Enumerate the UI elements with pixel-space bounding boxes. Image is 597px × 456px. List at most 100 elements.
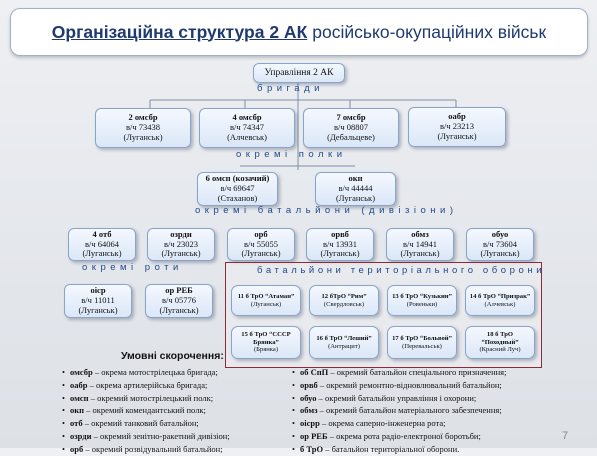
node-city: (Луганськ) <box>82 248 122 259</box>
section-companies: окремі роти <box>82 262 183 273</box>
node-city: (Дебальцеве) <box>327 131 375 142</box>
root-node: Управління 2 АК <box>253 63 345 83</box>
tro-node: 13 б ТрО “Кузькин” (Ровеньки) <box>387 285 457 316</box>
legend-item: •об СпП – окремий батальйон спеціального… <box>292 367 507 377</box>
node-city: (Луганськ) <box>335 192 376 203</box>
tro-node: 18 б ТрО “Походный” (Красний Луч) <box>465 326 535 359</box>
title-bold: Організаційна структура 2 АК <box>51 21 308 42</box>
node-name: 14 б ТрО “Призрак” <box>469 292 531 300</box>
node-city: (Луганськ) <box>320 248 360 259</box>
battalion-node: орб в/ч 55055 (Луганськ) <box>227 228 295 261</box>
company-node: оіср в/ч 11011 (Луганськ) <box>64 284 132 318</box>
section-tro: батальйони територіального оборони <box>257 265 546 276</box>
legend-item: •ор РЕБ – окрема рота радіо-електроної б… <box>292 430 481 441</box>
legend-item: •оісрр – окрема саперно-інженерна рота; <box>292 418 446 429</box>
regiment-node: 6 омсп (козачий) в/ч 69647 (Стаханов) <box>197 172 278 206</box>
legend-item: •обуо – окремий батальйон управління і о… <box>292 392 477 403</box>
node-city: (Перевальськ) <box>402 342 442 350</box>
node-city: (Луганськ) <box>161 248 201 259</box>
node-city: (Луганськ) <box>400 248 440 259</box>
node-city: (Луганськ) <box>123 131 163 142</box>
node-city: (Луганськ) <box>480 248 520 259</box>
node-name: 2 омсбр <box>128 112 158 123</box>
node-name: окп <box>348 173 363 184</box>
node-city: (Алчевськ) <box>227 131 267 142</box>
tro-node: 11 б ТрО “Атаман” (Луганськ) <box>231 285 301 316</box>
brigade-node: оабр в/ч 23213 (Луганськ) <box>408 107 506 147</box>
company-node: ор РЕБ в/ч 05776 (Луганськ) <box>145 284 213 318</box>
tro-node: 16 б ТрО “Леший” (Антрацит) <box>309 326 379 359</box>
node-name: озрди <box>170 228 192 239</box>
node-city: (Луганськ) <box>159 304 199 315</box>
legend-item: •омсбр – окрема мотострілецька бригада; <box>62 367 218 377</box>
section-regiments: окремі полки <box>236 149 347 160</box>
battalion-node: озрди в/ч 23023 (Луганськ) <box>147 228 215 261</box>
node-city: (Луганськ) <box>78 304 118 315</box>
page-number: 7 <box>562 430 569 442</box>
title-rest: російсько-окупаційних військ <box>312 21 547 42</box>
node-city: (Стаханов) <box>217 192 258 203</box>
node-name: 12 бТрО “Рим” <box>321 292 367 300</box>
legend-title: Умовні скорочення: <box>121 350 224 362</box>
legend-item: •оабр – окрема артилерійська бригада; <box>62 379 208 390</box>
legend-item: •окп – окремий комендантський полк; <box>62 405 206 416</box>
legend-item: •озрди – окремий зенітно-ракетний дивізі… <box>62 430 230 441</box>
node-name: 18 б ТрО “Походный” <box>481 330 519 346</box>
node-name: 4 омсбр <box>232 112 262 123</box>
legend-item: •отб – окремий танковий батальйон; <box>62 418 199 429</box>
tro-node: 15 б ТрО “СССР Брянка” (Брянка) <box>231 326 301 359</box>
node-unit: в/ч 08807 <box>333 122 369 133</box>
node-unit: в/ч 05776 <box>161 295 197 306</box>
node-name: орб <box>254 228 268 239</box>
node-unit: в/ч 23023 <box>163 238 199 249</box>
node-city: (Луганськ) <box>241 248 281 259</box>
node-city: (Луганськ) <box>250 300 282 308</box>
node-unit: в/ч 64064 <box>84 238 120 249</box>
node-unit: в/ч 74347 <box>229 122 265 133</box>
section-brigades: бригади <box>257 83 324 94</box>
legend-item: •обмз – окремий батальйон матеріального … <box>292 405 502 416</box>
battalion-node: 4 отб в/ч 64064 (Луганськ) <box>68 228 136 261</box>
brigade-node: 7 омсбр в/ч 08807 (Дебальцеве) <box>303 108 399 148</box>
battalion-node: обмз в/ч 14941 (Луганськ) <box>386 228 454 261</box>
root-label: Управління 2 АК <box>264 67 334 78</box>
node-name: 4 отб <box>92 228 112 239</box>
legend-item: •б ТрО – батальйон територіальної оборон… <box>292 443 460 454</box>
battalion-node: орвб в/ч 13931 (Луганськ) <box>306 228 374 261</box>
slide-title: Організаційна структура 2 АК російсько-о… <box>10 8 588 56</box>
node-name: орвб <box>331 228 349 239</box>
node-name: обмз <box>411 228 429 239</box>
node-city: (Брянка) <box>253 346 279 354</box>
node-city: (Алчевськ) <box>484 300 516 308</box>
brigade-node: 2 омсбр в/ч 73438 (Луганськ) <box>95 108 191 148</box>
node-name: 13 б ТрО “Кузькин” <box>392 292 452 300</box>
node-name: оіср <box>90 285 106 296</box>
node-name: 17 б ТрО “Больвой” <box>392 334 452 342</box>
brigade-node: 4 омсбр в/ч 74347 (Алчевськ) <box>199 108 295 148</box>
node-unit: в/ч 44444 <box>338 183 373 194</box>
node-name: 16 б ТрО “Леший” <box>316 334 372 342</box>
node-name: 7 омсбр <box>336 112 366 123</box>
legend-left: •омсбр – окрема мотострілецька бригада; … <box>62 366 230 456</box>
section-battalions: окремі батальйони (дивізіони) <box>195 205 458 216</box>
node-name: 11 б ТрО “Атаман” <box>237 292 295 300</box>
node-name: 15 б ТрО “СССР Брянка” <box>241 330 291 346</box>
node-unit: в/ч 14941 <box>402 238 438 249</box>
node-name: обуо <box>491 228 509 239</box>
node-name: оабр <box>448 111 466 122</box>
tro-node: 14 б ТрО “Призрак” (Алчевськ) <box>465 285 535 316</box>
node-unit: в/ч 23213 <box>439 121 475 132</box>
tro-node: 12 бТрО “Рим” (Свердловськ) <box>309 285 379 316</box>
node-city: (Свердловськ) <box>323 300 365 308</box>
legend-item: •орвб – окремий ремонтно-відновлювальний… <box>292 379 502 390</box>
node-city: (Ровеньки) <box>406 300 438 308</box>
legend-item: •орб – окремий розвідувальний батальйон; <box>62 443 223 454</box>
regiment-node: окп в/ч 44444 (Луганськ) <box>315 172 396 206</box>
legend-item: •омсп – окремий мотострілецький полк; <box>62 392 214 403</box>
node-unit: в/ч 73604 <box>482 238 518 249</box>
node-unit: в/ч 13931 <box>322 238 358 249</box>
node-city: (Антрацит) <box>328 342 360 350</box>
node-unit: в/ч 73438 <box>125 122 161 133</box>
node-unit: в/ч 69647 <box>220 183 255 194</box>
